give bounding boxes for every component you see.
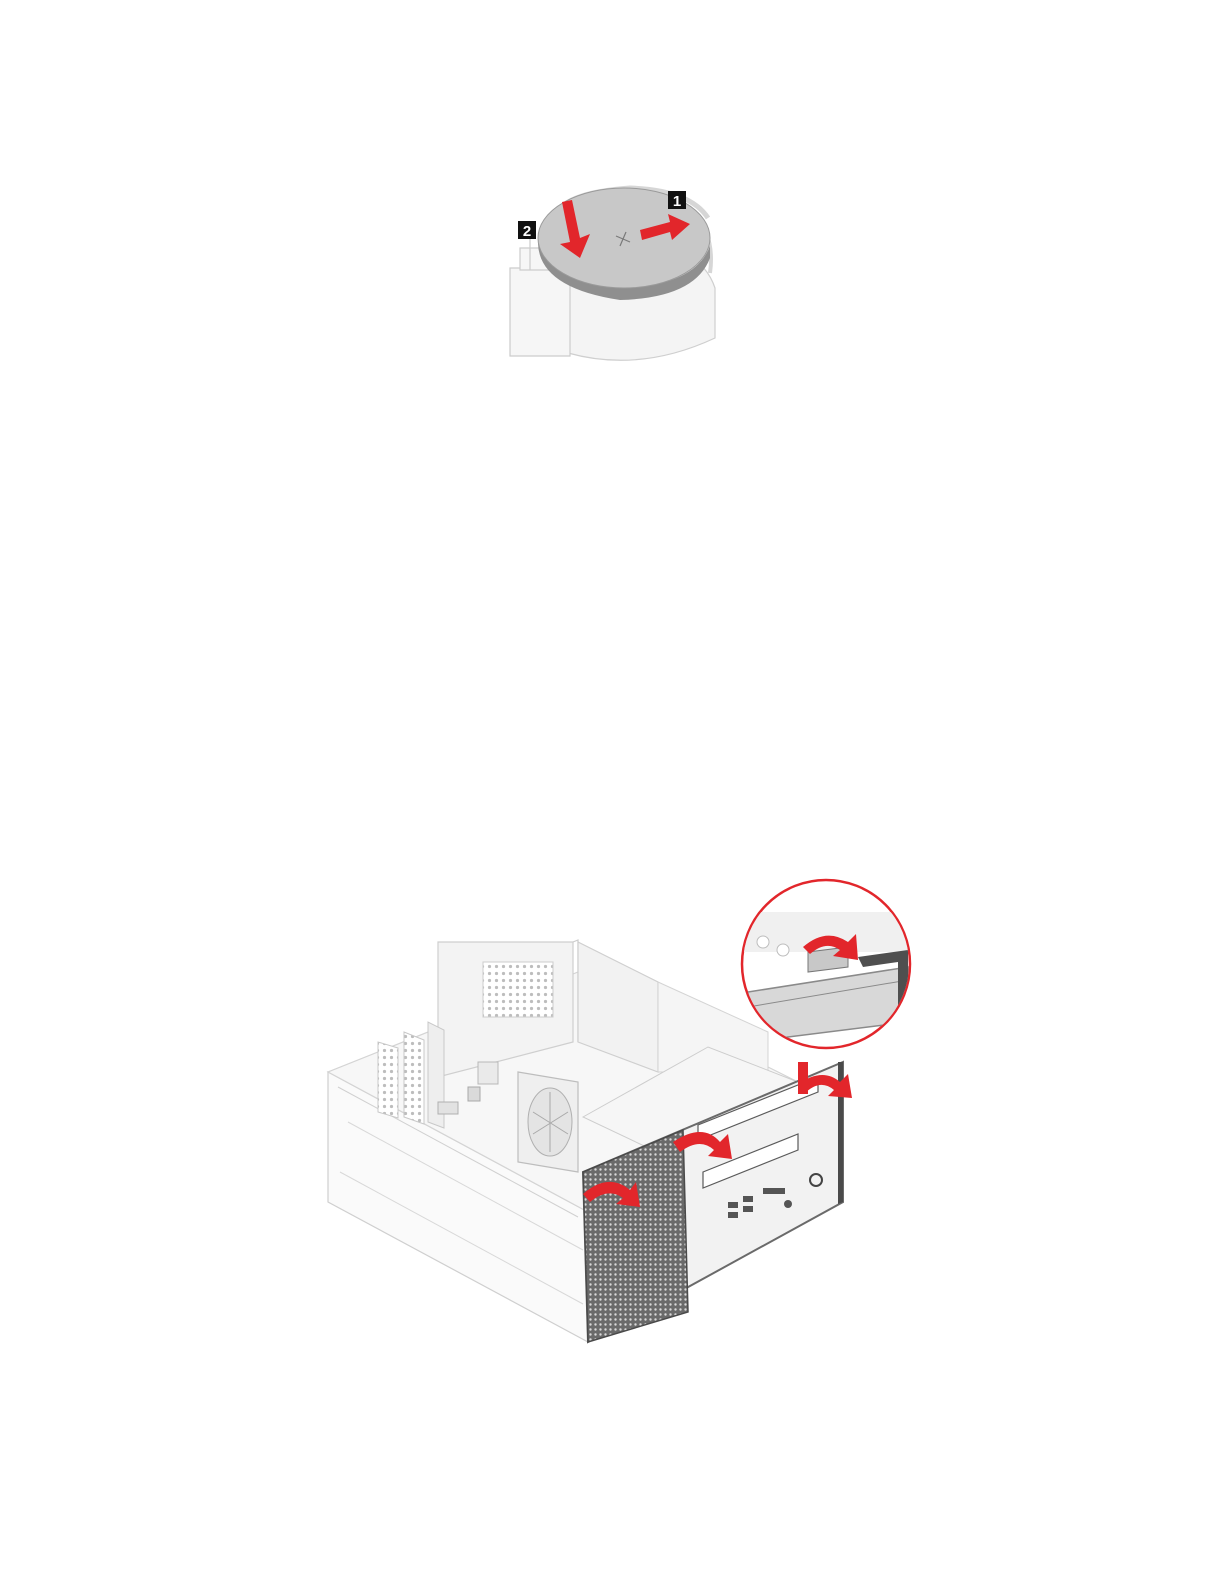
zoom-detail [738, 880, 914, 1048]
chassis-illustration [318, 872, 914, 1348]
system-fan [518, 1072, 578, 1172]
callout-1: 1 [668, 191, 686, 210]
battery-illustration: 1 2 [500, 178, 722, 373]
front-bezel-removal-figure [318, 872, 914, 1348]
battery-install-figure: 1 2 [500, 178, 722, 373]
callout-2: 2 [518, 221, 536, 240]
svg-text:2: 2 [523, 223, 531, 240]
svg-text:1: 1 [673, 193, 681, 210]
